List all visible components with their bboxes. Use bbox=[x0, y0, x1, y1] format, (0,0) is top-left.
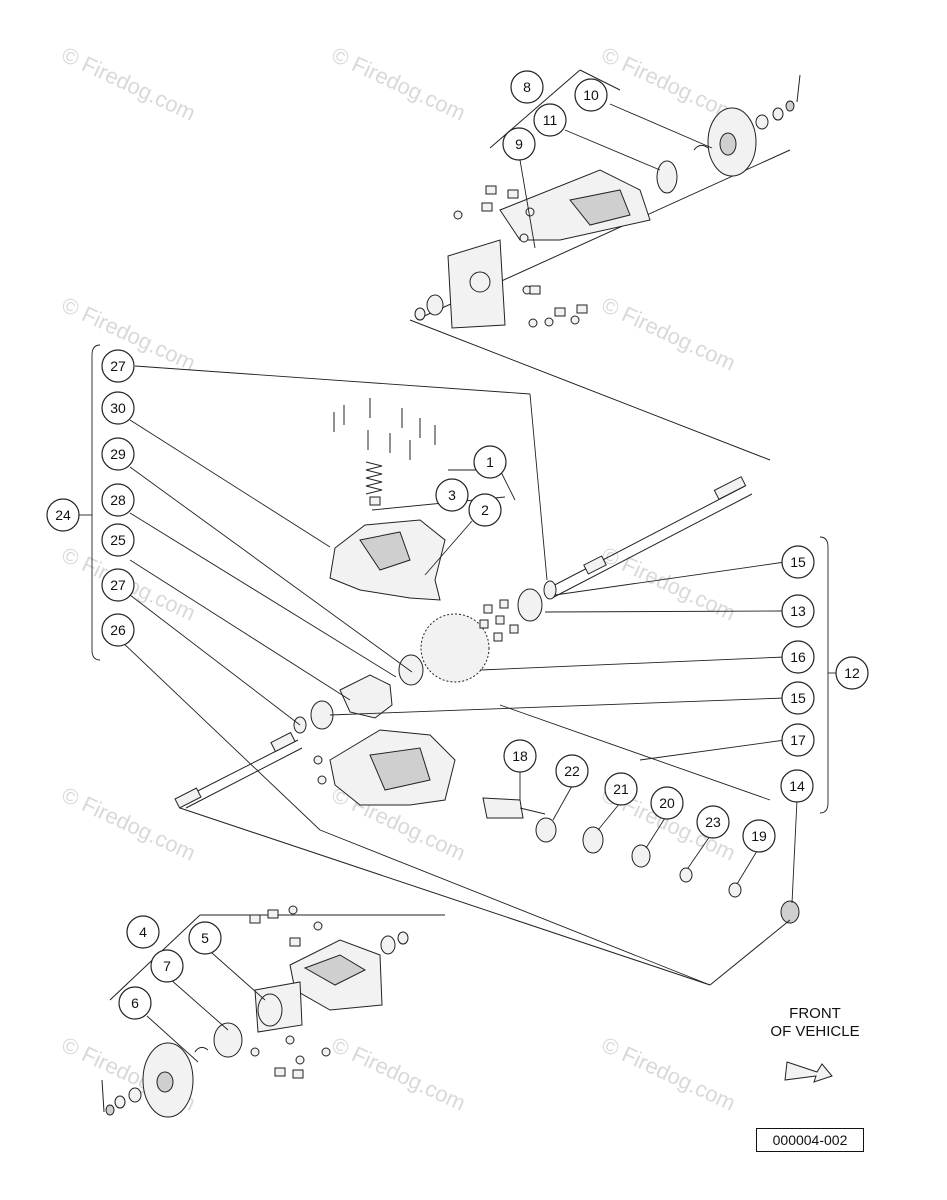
callout-label: 30 bbox=[110, 400, 126, 416]
watermark: © Firedog.com bbox=[598, 42, 740, 126]
callout-label: 28 bbox=[110, 492, 126, 508]
upper-axle-housing-assembly bbox=[409, 69, 801, 461]
watermark: © Firedog.com bbox=[328, 42, 470, 126]
callout-22: 22 bbox=[555, 754, 589, 788]
upper-case-bolts bbox=[333, 398, 436, 506]
callout-11: 11 bbox=[533, 103, 567, 137]
callout-label: 6 bbox=[131, 995, 139, 1011]
ring-gear-bolts bbox=[479, 599, 519, 642]
pinion-assembly bbox=[179, 797, 800, 986]
callout-label: 5 bbox=[201, 930, 209, 946]
callout-26: 26 bbox=[101, 613, 135, 647]
callout-18: 18 bbox=[503, 739, 537, 773]
watermark: © Firedog.com bbox=[598, 1032, 740, 1116]
callout-label: 10 bbox=[583, 87, 599, 103]
callout-23: 23 bbox=[696, 805, 730, 839]
watermark: © Firedog.com bbox=[598, 542, 740, 626]
callout-27a: 27 bbox=[101, 349, 135, 383]
differential-case-lower bbox=[313, 729, 456, 806]
watermark: © Firedog.com bbox=[328, 1032, 470, 1116]
callout-label: 19 bbox=[751, 828, 767, 844]
callout-label: 27 bbox=[110, 358, 126, 374]
front-direction-arrow-icon bbox=[784, 1061, 833, 1083]
callout-20: 20 bbox=[650, 786, 684, 820]
callout-25: 25 bbox=[101, 523, 135, 557]
front-label-line2: OF VEHICLE bbox=[770, 1023, 860, 1040]
callout-markers: 1 2 3 4 5 6 7 8 9 10 11 12 13 14 15 15 1… bbox=[46, 70, 869, 1020]
callout-label: 18 bbox=[512, 748, 528, 764]
callout-15b: 15 bbox=[781, 681, 815, 715]
callout-label: 15 bbox=[790, 690, 806, 706]
callout-label: 16 bbox=[790, 649, 806, 665]
callout-label: 24 bbox=[55, 507, 71, 523]
callout-15a: 15 bbox=[781, 545, 815, 579]
lower-axle-housing-assembly bbox=[101, 914, 445, 1118]
callout-28: 28 bbox=[101, 483, 135, 517]
callout-label: 13 bbox=[790, 603, 806, 619]
diagram-code-box: 000004-002 bbox=[756, 1128, 864, 1152]
callout-label: 8 bbox=[523, 79, 531, 95]
front-label-line1: FRONT bbox=[789, 1005, 841, 1022]
callout-label: 20 bbox=[659, 795, 675, 811]
callout-label: 2 bbox=[481, 502, 489, 518]
callout-4: 4 bbox=[126, 915, 160, 949]
callout-2: 2 bbox=[468, 493, 502, 527]
callout-label: 3 bbox=[448, 487, 456, 503]
callout-3: 3 bbox=[435, 478, 469, 512]
callout-21: 21 bbox=[604, 772, 638, 806]
callout-label: 17 bbox=[790, 732, 806, 748]
watermark: © Firedog.com bbox=[58, 782, 200, 866]
front-of-vehicle-label: FRONT OF VEHICLE bbox=[740, 1005, 890, 1041]
callout-label: 27 bbox=[110, 577, 126, 593]
watermark: © Firedog.com bbox=[58, 42, 200, 126]
callout-7: 7 bbox=[150, 949, 184, 983]
leader-lines bbox=[119, 103, 798, 1063]
callout-label: 1 bbox=[486, 454, 494, 470]
callout-label: 9 bbox=[515, 136, 523, 152]
callout-label: 21 bbox=[613, 781, 629, 797]
callout-8: 8 bbox=[510, 70, 544, 104]
callout-30: 30 bbox=[101, 391, 135, 425]
center-axle-and-gears bbox=[174, 476, 753, 809]
callout-label: 26 bbox=[110, 622, 126, 638]
callout-17: 17 bbox=[781, 723, 815, 757]
callout-6: 6 bbox=[118, 986, 152, 1020]
lower-bolts bbox=[249, 905, 331, 1079]
callout-14: 14 bbox=[780, 769, 814, 803]
callout-1: 1 bbox=[473, 445, 507, 479]
callout-27b: 27 bbox=[101, 568, 135, 602]
callout-label: 15 bbox=[790, 554, 806, 570]
callout-5: 5 bbox=[188, 921, 222, 955]
callout-10: 10 bbox=[574, 78, 608, 112]
callout-label: 4 bbox=[139, 924, 147, 940]
callout-label: 25 bbox=[110, 532, 126, 548]
watermark: © Firedog.com bbox=[598, 292, 740, 376]
callout-label: 14 bbox=[789, 778, 805, 794]
callout-label: 11 bbox=[543, 112, 558, 128]
callout-16: 16 bbox=[781, 640, 815, 674]
callout-label: 7 bbox=[163, 958, 171, 974]
differential-case-upper bbox=[329, 519, 446, 601]
callout-label: 29 bbox=[110, 446, 126, 462]
callout-29: 29 bbox=[101, 437, 135, 471]
callout-label: 22 bbox=[564, 763, 580, 779]
callout-13: 13 bbox=[781, 594, 815, 628]
callout-24: 24 bbox=[46, 498, 80, 532]
callout-label: 23 bbox=[705, 814, 721, 830]
group-brackets bbox=[76, 344, 840, 814]
callout-19: 19 bbox=[742, 819, 776, 853]
callout-9: 9 bbox=[502, 127, 536, 161]
callout-12: 12 bbox=[835, 656, 869, 690]
callout-label: 12 bbox=[844, 665, 860, 681]
upper-bolts bbox=[453, 185, 588, 328]
